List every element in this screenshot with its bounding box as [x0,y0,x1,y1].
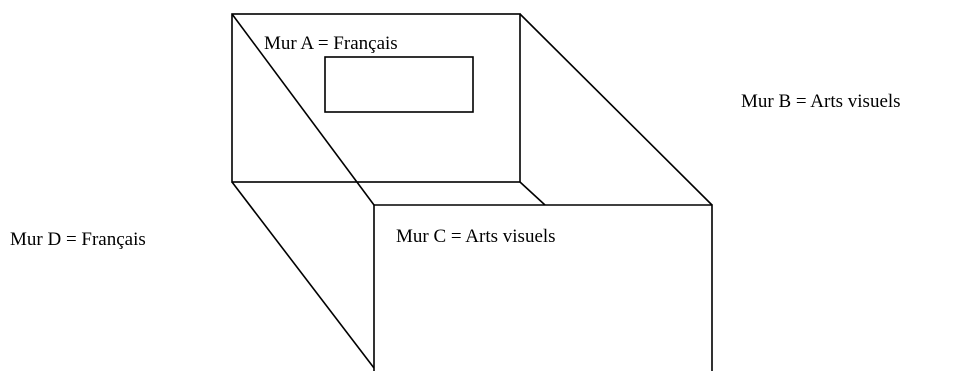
wall-d-label: Mur D = Français [10,229,146,250]
right-wall-floor-edge [519,181,546,206]
wall-a-label: Mur A = Français [264,33,398,54]
left-wall-floor-edge [231,181,375,369]
wall-b-label: Mur B = Arts visuels [741,91,901,112]
left-wall-top-edge [231,13,375,206]
wall-c-label: Mur C = Arts visuels [396,226,556,247]
front-wall-outline [373,204,713,371]
right-wall-top-edge [519,13,713,206]
board-rectangle [324,56,474,113]
back-wall-outline [231,13,521,183]
